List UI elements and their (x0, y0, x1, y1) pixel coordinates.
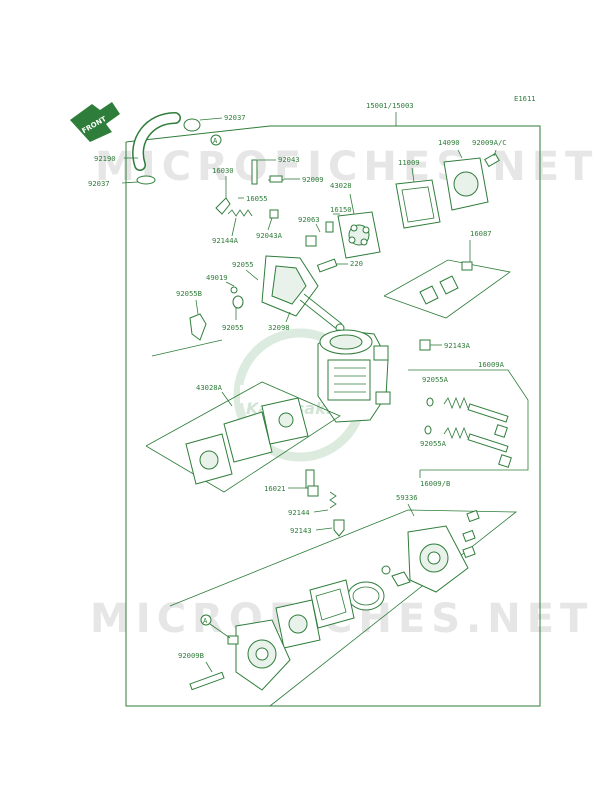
front-arrow-icon: FRONT (70, 102, 120, 142)
label-43028: 43028 (330, 181, 352, 190)
label-43028a: 43028A (196, 383, 223, 392)
diaphragm-cover (443, 152, 500, 211)
label-92144a: 92144A (212, 236, 239, 245)
label-11009: 11009 (398, 158, 420, 167)
label-92055b: 92055B (176, 289, 202, 298)
pump-cover (407, 525, 469, 593)
callout-a-top (210, 134, 222, 146)
label-14090: 14090 (438, 138, 460, 147)
label-92055-top: 92055 (232, 260, 254, 269)
diaphragm (337, 211, 381, 259)
label-92055a-top: 92055A (422, 375, 449, 384)
label-92143a: 92143A (444, 341, 471, 350)
callout-a-bottom (200, 614, 212, 626)
watermark-top: MICROFICHES.NET (95, 144, 598, 190)
label-16009b: 16009/B (420, 479, 450, 488)
label-92009ac: 92009A/C (472, 138, 507, 147)
label-16021: 16021 (264, 484, 286, 493)
label-92009: 92009 (302, 175, 324, 184)
label-92009b: 92009B (178, 651, 204, 660)
label-92043a: 92043A (256, 231, 283, 240)
assembly-frame (125, 125, 541, 707)
label-92063: 92063 (298, 215, 320, 224)
label-92190: 92190 (94, 154, 116, 163)
label-92144: 92144 (288, 508, 310, 517)
label-92055a-low: 92055A (420, 439, 447, 448)
svg-text:A: A (213, 136, 218, 145)
label-assembly: 15001/15003 (366, 101, 414, 110)
label-16150: 16150 (330, 205, 352, 214)
label-92037-bottom: 92037 (88, 179, 110, 188)
page-code: E1611 (514, 94, 536, 103)
label-16055: 16055 (246, 194, 268, 203)
diaphragm-gasket (395, 179, 441, 229)
pump-body (261, 255, 345, 333)
bolt (189, 671, 225, 691)
label-92037-top: 92037 (224, 113, 246, 122)
label-16030: 16030 (212, 166, 234, 175)
label-92043: 92043 (278, 155, 300, 164)
label-16009a: 16009A (478, 360, 505, 369)
carburetor-body (317, 329, 391, 423)
svg-text:A: A (203, 616, 208, 625)
label-92143: 92143 (290, 526, 312, 535)
label-220: 220 (350, 259, 363, 268)
label-49019: 49019 (206, 273, 228, 282)
label-32098: 32098 (268, 323, 290, 332)
label-16087: 16087 (470, 229, 492, 238)
fuel-hose: A (132, 112, 222, 185)
label-92055-low: 92055 (222, 323, 244, 332)
pump-cover-box (169, 509, 518, 707)
pump-base (227, 619, 291, 691)
label-59336: 59336 (396, 493, 418, 502)
